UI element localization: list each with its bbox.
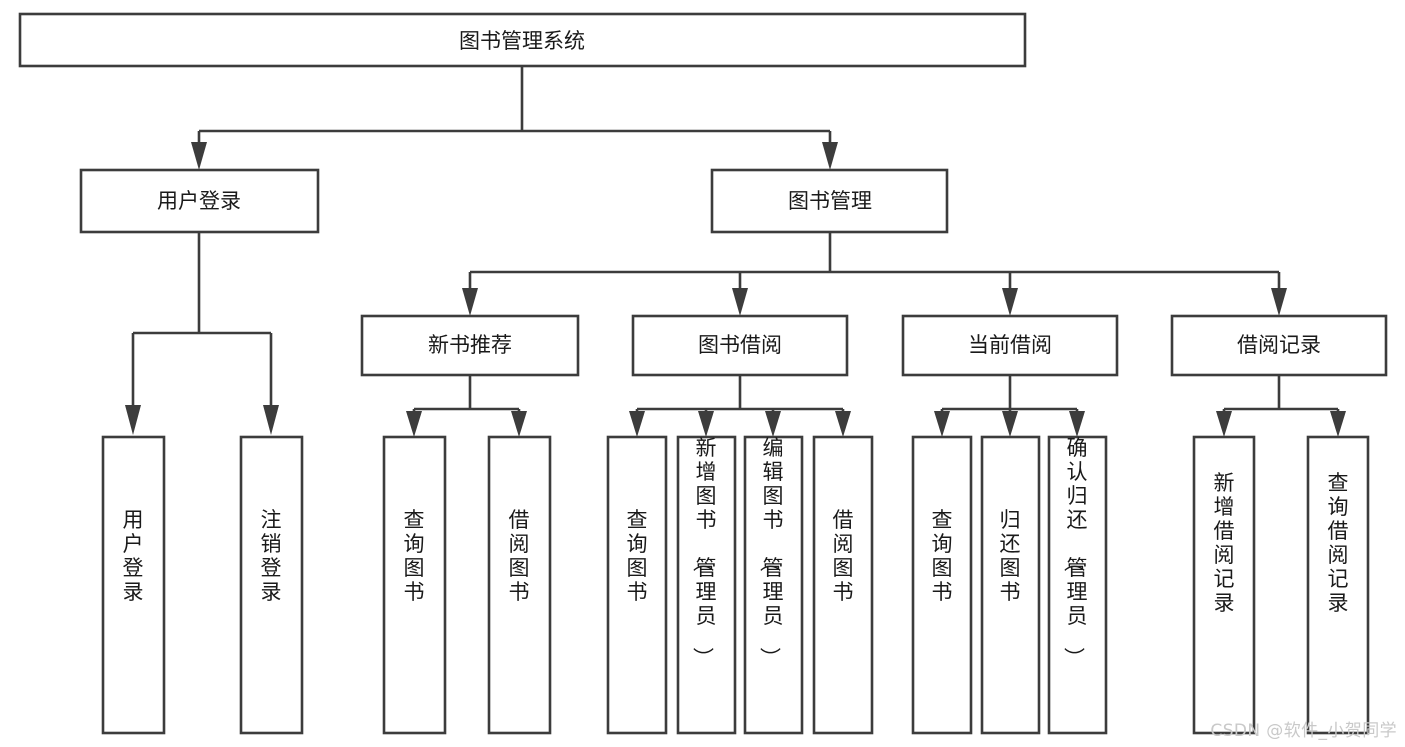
- leaf-user-login-box: [101, 435, 166, 735]
- node-borrow-record-box: [1170, 314, 1388, 377]
- leaf-confirm-return-admin-box: [1047, 435, 1108, 735]
- leaf-return-book-box: [980, 435, 1041, 735]
- leaf-query-borrow-record-box: [1306, 435, 1370, 735]
- leaf-node-add-book-admin[interactable]: 新增图书（管理员）: [676, 435, 737, 735]
- node-book-management[interactable]: 图书管理: [710, 168, 949, 234]
- arrow-root-to-user: [191, 142, 207, 170]
- leaf-node-query-book-recommend[interactable]: 查询图书: [382, 435, 447, 735]
- leaf-node-user-login[interactable]: 用户登录: [101, 435, 166, 735]
- leaf-query-book-recommend-box: [382, 435, 447, 735]
- node-book-borrow[interactable]: 图书借阅: [631, 314, 849, 377]
- connector-group-user-login: [125, 232, 279, 435]
- leaf-node-query-book-current[interactable]: 查询图书: [911, 435, 973, 735]
- arrow-record-l1: [1216, 411, 1232, 437]
- leaf-query-book-borrow-label: 查询图书: [627, 508, 648, 604]
- leaf-node-edit-book-admin[interactable]: 编辑图书（管理员）: [743, 435, 804, 735]
- arrow-borrow-l4: [835, 411, 851, 437]
- arrow-user-to-leaf2: [263, 405, 279, 435]
- arrow-book-to-c4: [1271, 288, 1287, 316]
- leaf-node-query-book-borrow[interactable]: 查询图书: [606, 435, 668, 735]
- connector-group-root: [191, 66, 838, 170]
- leaf-query-book-current-box: [911, 435, 973, 735]
- arrow-current-l1: [934, 411, 950, 437]
- connector-group-book-manage: [462, 232, 1287, 316]
- arrow-newbook-l2: [511, 411, 527, 437]
- node-root-box: [18, 12, 1027, 68]
- node-new-book-recommend[interactable]: 新书推荐: [360, 314, 580, 377]
- leaf-logout-box: [239, 435, 304, 735]
- arrow-book-to-c2: [732, 288, 748, 316]
- node-current-borrow-label: 当前借阅: [968, 333, 1052, 357]
- leaf-node-confirm-return-admin[interactable]: 确认归还（管理员）: [1047, 435, 1108, 735]
- node-current-borrow[interactable]: 当前借阅: [901, 314, 1119, 377]
- node-user-login-box: [79, 168, 320, 234]
- node-root-system[interactable]: 图书管理系统: [18, 12, 1027, 68]
- leaf-return-book-label: 归还图书: [1000, 508, 1021, 604]
- node-book-borrow-label: 图书借阅: [698, 333, 782, 357]
- arrow-borrow-l1: [629, 411, 645, 437]
- leaf-confirm-return-admin-label: 确认归还（管理员）: [1062, 436, 1088, 668]
- leaf-borrow-book-recommend-box: [487, 435, 552, 735]
- arrow-current-l2: [1002, 411, 1018, 437]
- arrow-book-to-c3: [1002, 288, 1018, 316]
- leaf-borrow-book-box: [812, 435, 874, 735]
- node-user-login[interactable]: 用户登录: [79, 168, 320, 234]
- arrow-borrow-l2: [698, 411, 714, 437]
- connector-group-borrow-record: [1216, 375, 1346, 437]
- connector-group-current-borrow: [934, 375, 1085, 437]
- node-borrow-record[interactable]: 借阅记录: [1170, 314, 1388, 377]
- leaf-node-return-book[interactable]: 归还图书: [980, 435, 1041, 735]
- leaf-node-add-borrow-record[interactable]: 新增借阅记录: [1192, 435, 1256, 735]
- leaf-add-borrow-record-label: 新增借阅记录: [1214, 471, 1235, 615]
- leaf-add-borrow-record-box: [1192, 435, 1256, 735]
- leaf-query-book-recommend-label: 查询图书: [404, 508, 425, 604]
- csdn-watermark: CSDN @软件_小贺同学: [1210, 721, 1397, 741]
- node-user-login-label: 用户登录: [157, 189, 241, 213]
- arrow-user-to-leaf1: [125, 405, 141, 435]
- leaf-node-query-borrow-record[interactable]: 查询借阅记录: [1306, 435, 1370, 735]
- node-book-management-label: 图书管理: [788, 189, 872, 213]
- arrow-current-l3: [1069, 411, 1085, 437]
- node-borrow-record-label: 借阅记录: [1237, 333, 1321, 357]
- connector-group-new-book: [406, 375, 527, 437]
- leaf-user-login-label: 用户登录: [123, 508, 144, 604]
- node-new-book-recommend-box: [360, 314, 580, 377]
- arrow-newbook-l1: [406, 411, 422, 437]
- leaf-node-borrow-book[interactable]: 借阅图书: [812, 435, 874, 735]
- leaf-query-book-current-label: 查询图书: [932, 508, 953, 604]
- leaf-add-book-admin-box: [676, 435, 737, 735]
- leaf-node-borrow-book-recommend[interactable]: 借阅图书: [487, 435, 552, 735]
- leaf-borrow-book-recommend-label: 借阅图书: [509, 508, 530, 604]
- arrow-borrow-l3: [765, 411, 781, 437]
- leaf-query-book-borrow-box: [606, 435, 668, 735]
- node-current-borrow-box: [901, 314, 1119, 377]
- leaf-logout-label: 注销登录: [261, 508, 282, 604]
- arrow-book-to-c1: [462, 288, 478, 316]
- leaf-borrow-book-label: 借阅图书: [833, 508, 854, 604]
- leaf-query-borrow-record-label: 查询借阅记录: [1328, 471, 1349, 615]
- node-book-borrow-box: [631, 314, 849, 377]
- node-new-book-recommend-label: 新书推荐: [428, 333, 512, 357]
- connector-group-book-borrow: [629, 375, 851, 437]
- node-root-label: 图书管理系统: [459, 29, 585, 53]
- leaf-add-book-admin-label: 新增图书（管理员）: [691, 436, 717, 668]
- arrow-root-to-book: [822, 142, 838, 170]
- leaf-node-logout[interactable]: 注销登录: [239, 435, 304, 735]
- leaf-edit-book-admin-label: 编辑图书（管理员）: [758, 436, 784, 668]
- arrow-record-l2: [1330, 411, 1346, 437]
- leaf-edit-book-admin-box: [743, 435, 804, 735]
- node-book-management-box: [710, 168, 949, 234]
